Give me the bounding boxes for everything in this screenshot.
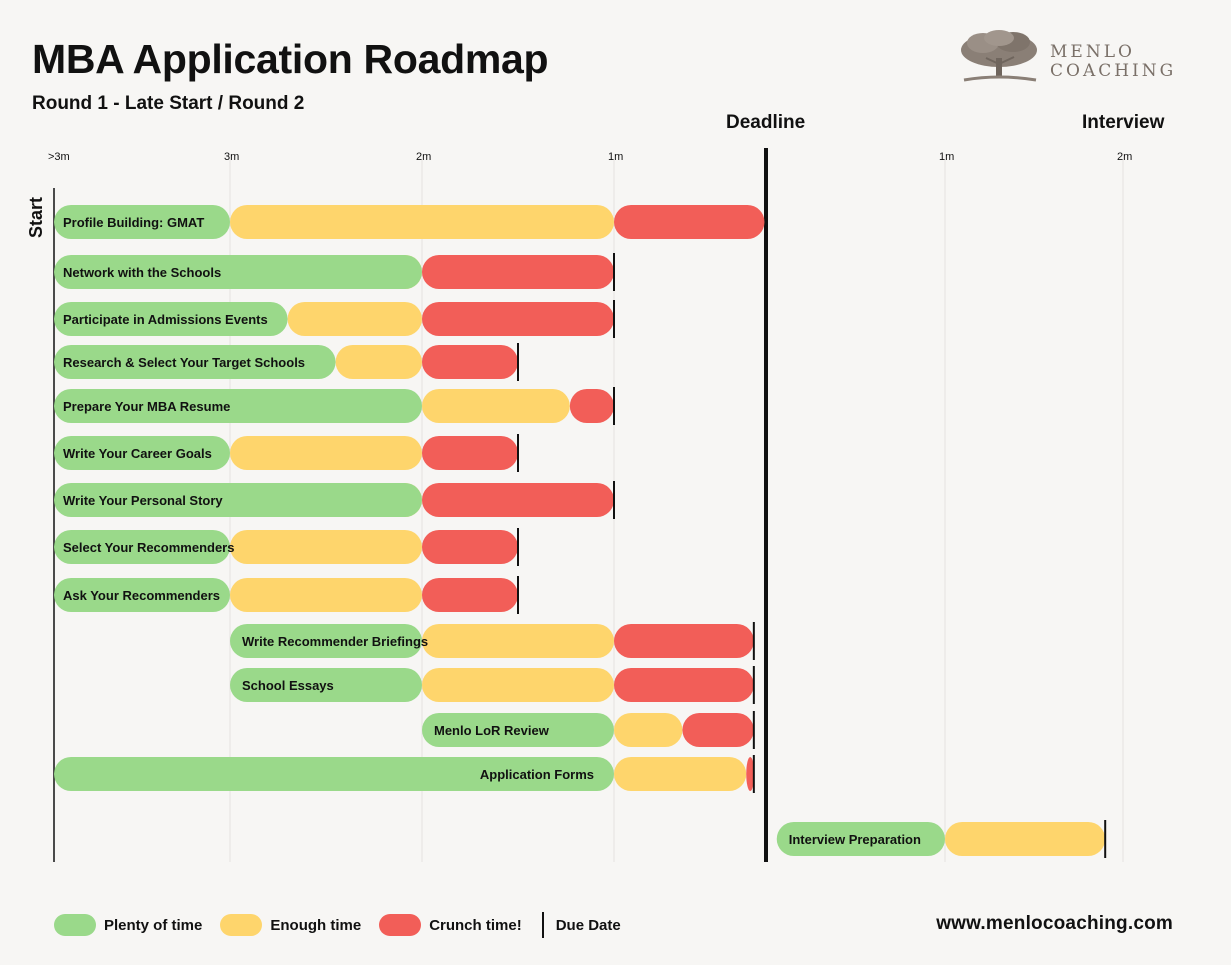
interview-label: Interview: [1082, 112, 1165, 133]
bar-plenty: [230, 624, 422, 658]
chart-legend: Plenty of time Enough time Crunch time! …: [54, 912, 631, 938]
tick-label: 1m: [939, 151, 954, 163]
bar-enough: [230, 205, 614, 239]
bar-enough: [614, 757, 747, 791]
task-label: Ask Your Recommenders: [63, 588, 220, 603]
bar-plenty: [54, 530, 230, 564]
task-label: Research & Select Your Target Schools: [63, 355, 305, 370]
legend-due-line: [541, 912, 544, 938]
bar-enough: [422, 389, 570, 423]
task-label: Menlo LoR Review: [434, 723, 550, 738]
bar-enough: [230, 530, 422, 564]
bar-plenty: [230, 668, 422, 702]
tick-label: 3m: [224, 151, 239, 163]
legend-item-enough: Enough time: [212, 914, 361, 936]
bar-crunch: [614, 205, 765, 239]
legend-label-plenty: Plenty of time: [104, 916, 203, 934]
legend-swatch-enough: [220, 914, 263, 936]
bar-plenty: [54, 389, 422, 423]
task-label: Network with the Schools: [63, 265, 221, 280]
bar-enough: [230, 578, 422, 612]
task-label: Interview Preparation: [789, 832, 921, 847]
legend-label-due: Due Date: [555, 916, 621, 934]
legend-item-crunch: Crunch time!: [371, 914, 522, 936]
bar-plenty: [54, 757, 614, 791]
legend-item-due: Due Date: [532, 912, 621, 938]
task-label: Application Forms: [480, 767, 594, 782]
page-subtitle: Round 1 - Late Start / Round 2: [32, 93, 305, 114]
bar-plenty: [54, 345, 336, 379]
legend-swatch-plenty: [54, 914, 96, 936]
bar-plenty: [54, 302, 288, 336]
bar-crunch: [422, 578, 518, 612]
bar-crunch: [422, 345, 518, 379]
bar-plenty: [54, 255, 422, 289]
bar-crunch: [682, 713, 754, 747]
deadline-label: Deadline: [726, 112, 806, 133]
logo-text-menlo: MENLO: [1050, 42, 1135, 62]
task-label: Select Your Recommenders: [63, 540, 234, 555]
bar-crunch: [422, 436, 518, 470]
bar-enough: [287, 302, 422, 336]
bar-plenty: [54, 483, 422, 517]
website-url[interactable]: www.menlocoaching.com: [936, 913, 1173, 934]
bar-plenty: [54, 578, 230, 612]
task-label: Profile Building: GMAT: [63, 215, 204, 230]
page-title: MBA Application Roadmap: [32, 36, 549, 82]
bar-crunch: [614, 668, 754, 702]
task-label: School Essays: [242, 678, 334, 693]
task-label: Write Your Personal Story: [63, 493, 223, 508]
bar-crunch: [746, 757, 755, 791]
bar-crunch: [422, 302, 614, 336]
bar-plenty: [776, 822, 945, 856]
logo-text-coaching: COACHING: [1050, 61, 1177, 81]
bar-crunch: [422, 255, 614, 289]
tick-label: 2m: [416, 151, 431, 163]
task-label: Prepare Your MBA Resume: [63, 399, 230, 414]
tick-label: 1m: [608, 151, 623, 163]
bar-enough: [230, 436, 422, 470]
bar-plenty: [54, 436, 230, 470]
start-label: Start: [26, 197, 46, 238]
bar-plenty: [54, 205, 230, 239]
bar-enough: [614, 713, 683, 747]
bar-enough: [335, 345, 422, 379]
tick-label: >3m: [48, 151, 70, 163]
bar-crunch: [614, 624, 754, 658]
task-label: Participate in Admissions Events: [63, 312, 268, 327]
tree-logo-icon: [961, 30, 1037, 82]
legend-label-enough: Enough time: [270, 916, 362, 934]
legend-swatch-crunch: [379, 914, 422, 936]
bar-crunch: [422, 530, 518, 564]
tick-label: 2m: [1117, 151, 1132, 163]
legend-item-plenty: Plenty of time: [54, 914, 202, 936]
bar-crunch: [422, 483, 614, 517]
task-label: Write Your Career Goals: [63, 446, 212, 461]
legend-label-crunch: Crunch time!: [429, 916, 522, 934]
bar-enough: [422, 668, 614, 702]
bar-crunch: [569, 389, 614, 423]
bar-enough: [945, 822, 1106, 856]
bar-plenty: [422, 713, 614, 747]
menlo-coaching-logo: MENLO COACHING: [958, 28, 1178, 88]
task-label: Write Recommender Briefings: [242, 634, 428, 649]
bar-enough: [422, 624, 614, 658]
